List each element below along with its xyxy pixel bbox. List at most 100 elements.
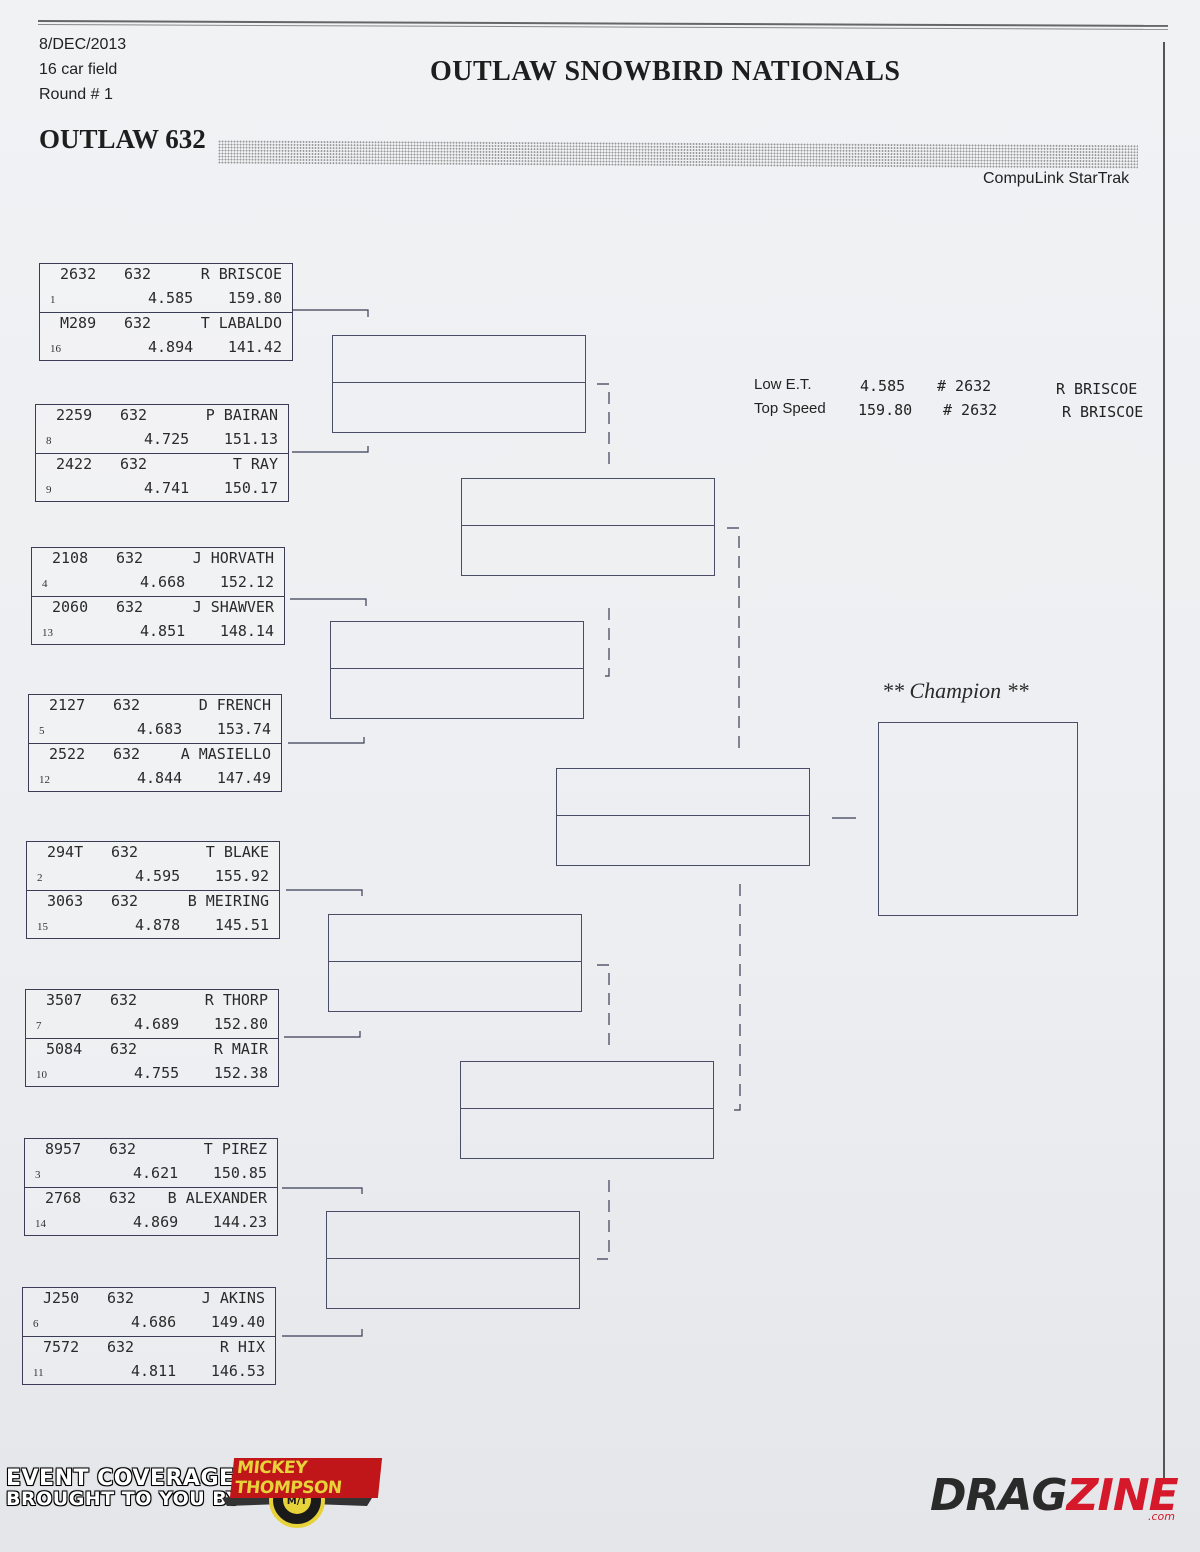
connector-sf-2	[728, 884, 741, 1111]
timing-brand: CompuLink StarTrak	[983, 170, 1130, 187]
connector-r1-2	[292, 446, 369, 453]
speed-mph: 149.40	[210, 1313, 265, 1331]
round-2-box-3	[328, 914, 582, 1012]
speed-mph: 159.80	[227, 289, 282, 307]
elapsed-time: 4.668	[140, 573, 186, 591]
car-class: 632	[113, 696, 141, 714]
car-number: 2522	[49, 745, 86, 763]
coverage-line-1: EVENT COVERAGE	[6, 1466, 235, 1491]
elapsed-time: 4.811	[131, 1362, 177, 1380]
car-class: 632	[109, 1140, 137, 1158]
elapsed-time: 4.844	[137, 769, 183, 787]
car-class: 632	[107, 1338, 135, 1356]
car-class: 632	[111, 892, 139, 910]
top-speed-label: Top Speed	[754, 400, 826, 417]
round-number: Round # 1	[39, 86, 113, 103]
connector-r1-6	[284, 1031, 361, 1038]
class-name: OUTLAW 632	[39, 124, 206, 154]
speed-mph: 150.17	[223, 479, 278, 497]
car-class: 632	[124, 265, 152, 283]
driver-name: R BRISCOE	[200, 265, 282, 283]
speed-mph: 152.12	[219, 573, 274, 591]
car-number: 294T	[47, 843, 84, 861]
round-2-box-4	[326, 1211, 580, 1309]
qualifying-seed: 7	[36, 1020, 42, 1032]
connector-r1-7	[282, 1187, 363, 1194]
connector-r1-1	[292, 309, 369, 317]
car-class: 632	[116, 598, 144, 616]
speed-mph: 145.51	[214, 916, 269, 934]
car-class: 632	[109, 1189, 137, 1207]
driver-name: D FRENCH	[198, 696, 271, 714]
qualifying-seed: 1	[50, 294, 56, 306]
qualifying-seed: 15	[37, 921, 48, 933]
qualifying-seed: 3	[35, 1169, 41, 1181]
qualifying-seed: 11	[33, 1367, 44, 1379]
qualifying-seed: 2	[37, 872, 43, 884]
top-speed-car: # 2632	[943, 401, 998, 419]
car-number: 2060	[52, 598, 89, 616]
car-number: J250	[43, 1289, 80, 1307]
top-speed-value: 159.80	[858, 401, 913, 419]
car-class: 632	[124, 314, 152, 332]
elapsed-time: 4.621	[133, 1164, 179, 1182]
round-2-box-1	[332, 335, 586, 433]
qualifying-seed: 14	[35, 1218, 46, 1230]
dragzine-logo-drag: DRAG	[930, 1470, 1068, 1521]
driver-name: T BLAKE	[205, 843, 269, 861]
low-et-car: # 2632	[937, 377, 992, 395]
connector-r2-2	[597, 608, 610, 677]
driver-name: J AKINS	[201, 1289, 265, 1307]
sheet-right-border	[1163, 42, 1165, 1482]
driver-name: J HORVATH	[192, 549, 274, 567]
qualifying-seed: 9	[46, 484, 52, 496]
speed-mph: 144.23	[212, 1213, 267, 1231]
driver-name: A MASIELLO	[180, 745, 271, 763]
car-number: 7572	[43, 1338, 80, 1356]
elapsed-time: 4.686	[131, 1313, 177, 1331]
car-number: 2768	[45, 1189, 82, 1207]
elapsed-time: 4.683	[137, 720, 183, 738]
elapsed-time: 4.725	[144, 430, 190, 448]
event-title: OUTLAW SNOWBIRD NATIONALS	[430, 56, 901, 87]
connector-r2-1	[597, 383, 610, 468]
champion-label: ** Champion **	[882, 678, 1029, 703]
car-class: 632	[120, 406, 148, 424]
dragzine-logo-com: .com	[1148, 1510, 1175, 1523]
elapsed-time: 4.585	[148, 289, 194, 307]
semifinal-box-2	[460, 1061, 714, 1159]
car-class: 632	[110, 1040, 138, 1058]
final-box	[556, 768, 810, 866]
elapsed-time: 4.894	[148, 338, 194, 356]
dragzine-logo-zine: ZINE	[1066, 1470, 1179, 1521]
field-size: 16 car field	[39, 61, 118, 78]
connector-r1-5	[286, 889, 363, 896]
qualifying-seed: 6	[33, 1318, 39, 1330]
svg-text:M/T: M/T	[287, 1496, 308, 1507]
speed-mph: 150.85	[212, 1164, 267, 1182]
car-number: 2632	[60, 265, 97, 283]
elapsed-time: 4.595	[135, 867, 181, 885]
dragzine-logo: DRAGZINE	[930, 1470, 1179, 1521]
speed-mph: 146.53	[210, 1362, 265, 1380]
speed-mph: 151.13	[223, 430, 278, 448]
elapsed-time: 4.689	[134, 1015, 180, 1033]
driver-name: B ALEXANDER	[167, 1189, 267, 1207]
elapsed-time: 4.755	[134, 1064, 180, 1082]
connector-r2-3	[597, 964, 610, 1046]
low-et-label: Low E.T.	[754, 376, 812, 393]
connector-sf-1	[727, 527, 740, 756]
connector-r1-3	[290, 598, 367, 606]
